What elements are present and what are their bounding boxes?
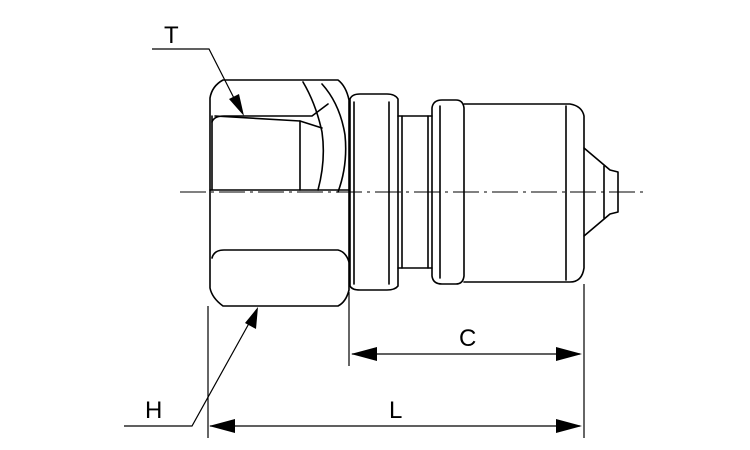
groove (397, 115, 433, 269)
leader-h: H (124, 307, 258, 427)
hex-body (209, 79, 350, 307)
plug-body (463, 103, 585, 283)
label-l: L (389, 397, 402, 424)
label-c: C (459, 325, 476, 352)
arrowhead-c-left (351, 347, 377, 361)
extension-lines (207, 284, 585, 438)
plug-tip (583, 147, 619, 237)
ring (431, 99, 465, 285)
dimension-c: C (351, 325, 582, 361)
label-t: T (164, 22, 179, 49)
internal-thread (214, 115, 323, 191)
dimension-l: L (209, 397, 582, 433)
leader-t: T (152, 22, 244, 116)
collar (349, 93, 399, 291)
arrowhead-l-right (556, 419, 582, 433)
arrowhead-h (245, 307, 258, 329)
arrowhead-c-right (556, 347, 582, 361)
arrowhead-t (229, 94, 244, 116)
label-h: H (145, 397, 162, 424)
arrowhead-l-left (209, 419, 235, 433)
